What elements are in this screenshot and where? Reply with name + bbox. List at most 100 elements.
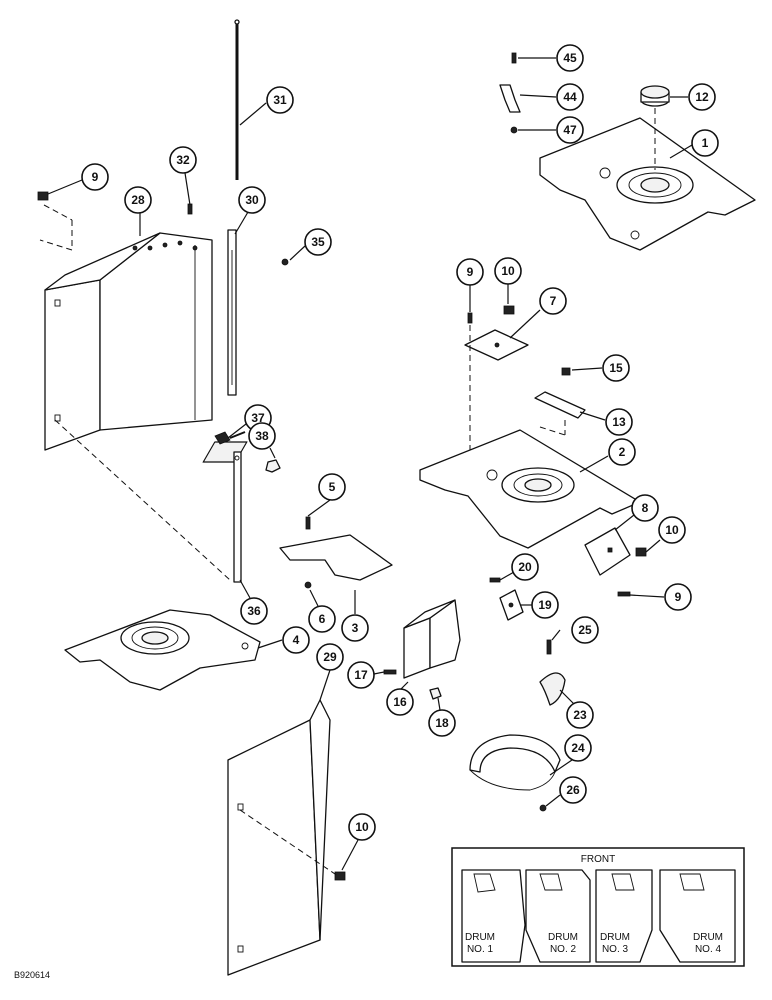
- svg-text:26: 26: [566, 783, 580, 797]
- svg-text:6: 6: [319, 612, 326, 626]
- part-bolt-45: [511, 52, 517, 64]
- svg-text:35: 35: [311, 235, 325, 249]
- svg-text:25: 25: [578, 623, 592, 637]
- part-bolt-20: [489, 577, 501, 583]
- callout-20: 20: [511, 553, 539, 581]
- callout-31: 31: [266, 86, 294, 114]
- svg-text:9: 9: [92, 170, 99, 184]
- svg-text:38: 38: [255, 429, 269, 443]
- svg-text:37: 37: [251, 411, 265, 425]
- callout-36: 36: [240, 597, 268, 625]
- part-nut-6: [304, 581, 312, 589]
- callout-38: 38: [248, 422, 276, 450]
- callout-30: 30: [238, 186, 266, 214]
- callout-7: 7: [539, 287, 567, 315]
- callout-4: 4: [282, 626, 310, 654]
- part-nut-35: [281, 258, 289, 266]
- part-bolt-37: [214, 431, 246, 445]
- callout-9-right: 9: [664, 583, 692, 611]
- callout-32: 32: [169, 146, 197, 174]
- callout-24: 24: [564, 734, 592, 762]
- part-clip-10-mid: [503, 305, 515, 315]
- svg-text:36: 36: [247, 604, 261, 618]
- callout-28: 28: [124, 186, 152, 214]
- part-rod: [234, 19, 240, 180]
- part-nut-18: [429, 687, 442, 700]
- part-left-shield: [44, 232, 213, 451]
- callout-10-right: 10: [658, 516, 686, 544]
- part-bolt-9-right: [617, 591, 631, 597]
- svg-text:12: 12: [695, 90, 709, 104]
- part-small-bracket: [499, 84, 521, 113]
- part-bracket-16: [403, 599, 461, 679]
- callout-29: 29: [316, 643, 344, 671]
- svg-text:30: 30: [245, 193, 259, 207]
- callout-35: 35: [304, 228, 332, 256]
- callout-44: 44: [556, 83, 584, 111]
- part-plate-3: [279, 534, 393, 581]
- callout-1: 1: [691, 129, 719, 157]
- callout-5: 5: [318, 473, 346, 501]
- part-nut-38: [265, 459, 281, 473]
- drum-3-word: DRUM: [600, 932, 630, 943]
- part-plate-7: [464, 329, 529, 361]
- part-bolt-17: [383, 669, 397, 675]
- svg-text:23: 23: [573, 708, 587, 722]
- part-guard-23: [539, 672, 566, 706]
- callout-16: 16: [386, 688, 414, 716]
- svg-text:4: 4: [293, 633, 300, 647]
- svg-text:32: 32: [176, 153, 190, 167]
- part-nut-15: [561, 367, 571, 376]
- part-plate-19: [499, 589, 524, 621]
- callout-17: 17: [347, 661, 375, 689]
- part-clip-9-upper: [37, 191, 49, 201]
- part-clip-10-right: [635, 547, 647, 557]
- figure-code: B920614: [14, 970, 50, 980]
- front-view-inset: FRONT DRUM NO. 1 DRUM NO. 2 DRUM NO. 3 D…: [451, 847, 745, 967]
- svg-text:45: 45: [563, 51, 577, 65]
- svg-text:3: 3: [352, 621, 359, 635]
- part-plate-8: [584, 527, 631, 576]
- part-lower-plate: [64, 609, 261, 691]
- part-lower-shield: [227, 699, 331, 976]
- drum-4-label: NO. 4: [695, 944, 722, 955]
- part-bolt-25: [546, 639, 552, 655]
- callout-15: 15: [602, 354, 630, 382]
- callout-13: 13: [605, 408, 633, 436]
- part-bearing: [640, 85, 670, 170]
- callout-45: 45: [556, 44, 584, 72]
- drum-4-word: DRUM: [693, 932, 723, 943]
- callout-10-mid: 10: [494, 257, 522, 285]
- drum-1-label: NO. 1: [467, 944, 494, 955]
- svg-text:2: 2: [619, 445, 626, 459]
- svg-text:17: 17: [354, 668, 368, 682]
- svg-text:18: 18: [435, 716, 449, 730]
- svg-text:16: 16: [393, 695, 407, 709]
- drum-2-label: NO. 2: [550, 944, 577, 955]
- part-bar-36: [233, 451, 242, 583]
- svg-text:24: 24: [571, 741, 585, 755]
- part-nut-26: [539, 804, 547, 812]
- svg-text:31: 31: [273, 93, 287, 107]
- drum-2-word: DRUM: [548, 932, 578, 943]
- svg-text:47: 47: [563, 123, 577, 137]
- callout-19: 19: [531, 591, 559, 619]
- callout-26: 26: [559, 776, 587, 804]
- svg-text:44: 44: [563, 90, 577, 104]
- callout-18: 18: [428, 709, 456, 737]
- svg-text:20: 20: [518, 560, 532, 574]
- svg-text:10: 10: [501, 264, 515, 278]
- part-arm-13: [534, 391, 586, 419]
- svg-text:1: 1: [702, 136, 709, 150]
- svg-text:9: 9: [467, 265, 474, 279]
- drum-1-word: DRUM: [465, 932, 495, 943]
- svg-text:15: 15: [609, 361, 623, 375]
- inset-title: FRONT: [581, 854, 615, 865]
- part-strip: [227, 229, 237, 396]
- svg-text:29: 29: [323, 650, 337, 664]
- callout-2: 2: [608, 438, 636, 466]
- callout-25: 25: [571, 616, 599, 644]
- callout-9-upper: 9: [81, 163, 109, 191]
- part-nut-47: [510, 126, 518, 134]
